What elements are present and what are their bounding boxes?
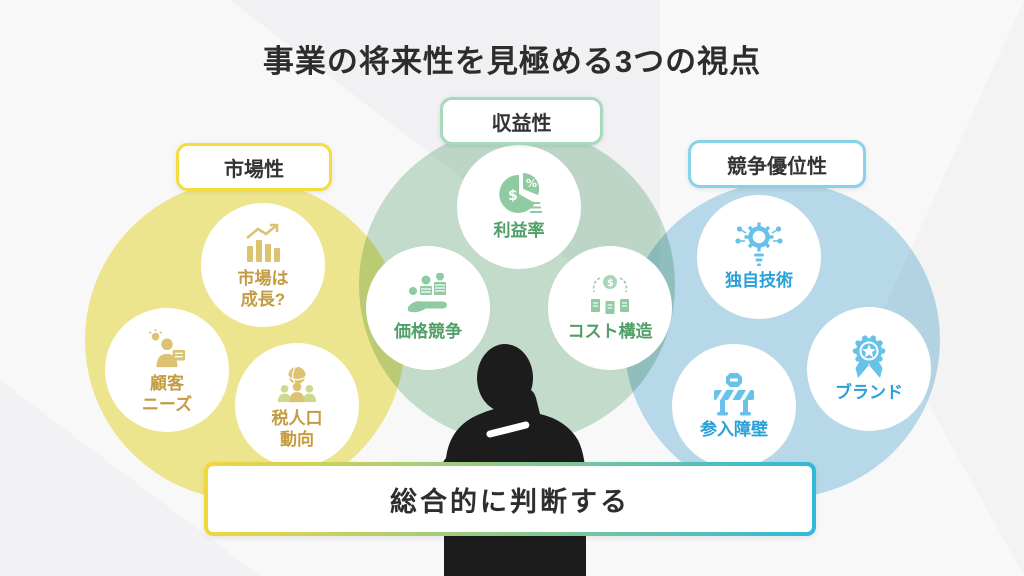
item-label: 利益率 bbox=[493, 221, 545, 241]
page-title: 事業の将来性を見極める3つの視点 bbox=[262, 44, 762, 79]
cost-structure-item: $ コスト構造 bbox=[548, 246, 672, 370]
item-label: 参入障壁 bbox=[700, 420, 768, 440]
conclusion-banner: 総合的に判断する bbox=[204, 462, 816, 536]
svg-text:%: % bbox=[526, 177, 537, 190]
item-label: 独自技術 bbox=[725, 271, 793, 291]
market-growth-item: 市場は 成長? bbox=[201, 203, 325, 327]
population-trend-icon bbox=[273, 360, 321, 406]
unique-technology-item: 独自技術 bbox=[697, 195, 821, 319]
entry-barrier-item: 参入障壁 bbox=[672, 344, 796, 468]
svg-text:$: $ bbox=[607, 278, 614, 289]
profitability-label-box: 収益性 bbox=[440, 97, 603, 145]
item-label: 顧客 ニーズ bbox=[141, 373, 193, 414]
svg-text:$: $ bbox=[508, 188, 518, 204]
market-label: 市場性 bbox=[224, 158, 284, 181]
cost-structure-icon: $ bbox=[585, 273, 635, 319]
market-label-box: 市場性 bbox=[176, 143, 332, 191]
item-label: ブランド bbox=[835, 383, 903, 403]
advantage-label-box: 競争優位性 bbox=[688, 140, 866, 188]
entry-barrier-icon bbox=[709, 371, 759, 417]
price-competition-item: 価格競争 bbox=[366, 246, 490, 370]
conclusion-text: 総合的に判断する bbox=[208, 466, 812, 532]
customer-needs-item: 顧客 ニーズ bbox=[105, 308, 229, 432]
item-label: 市場は 成長? bbox=[237, 268, 289, 309]
population-trend-item: 税人口 動向 bbox=[235, 343, 359, 467]
advantage-label: 競争優位性 bbox=[727, 155, 827, 178]
brand-item: ブランド bbox=[807, 307, 931, 431]
item-label: コスト構造 bbox=[567, 322, 653, 342]
profit-margin-item: $ % 利益率 bbox=[457, 145, 581, 269]
price-competition-icon bbox=[403, 273, 453, 319]
unique-technology-icon bbox=[734, 222, 784, 268]
item-label: 税人口 動向 bbox=[271, 408, 323, 449]
growth-chart-icon bbox=[238, 220, 288, 266]
brand-medal-icon bbox=[844, 334, 894, 380]
thinking-businessman-silhouette bbox=[437, 344, 586, 576]
customer-needs-icon bbox=[143, 325, 191, 371]
item-label: 価格競争 bbox=[394, 322, 462, 342]
profit-pie-icon: $ % bbox=[494, 172, 544, 218]
profitability-label: 収益性 bbox=[491, 112, 552, 135]
